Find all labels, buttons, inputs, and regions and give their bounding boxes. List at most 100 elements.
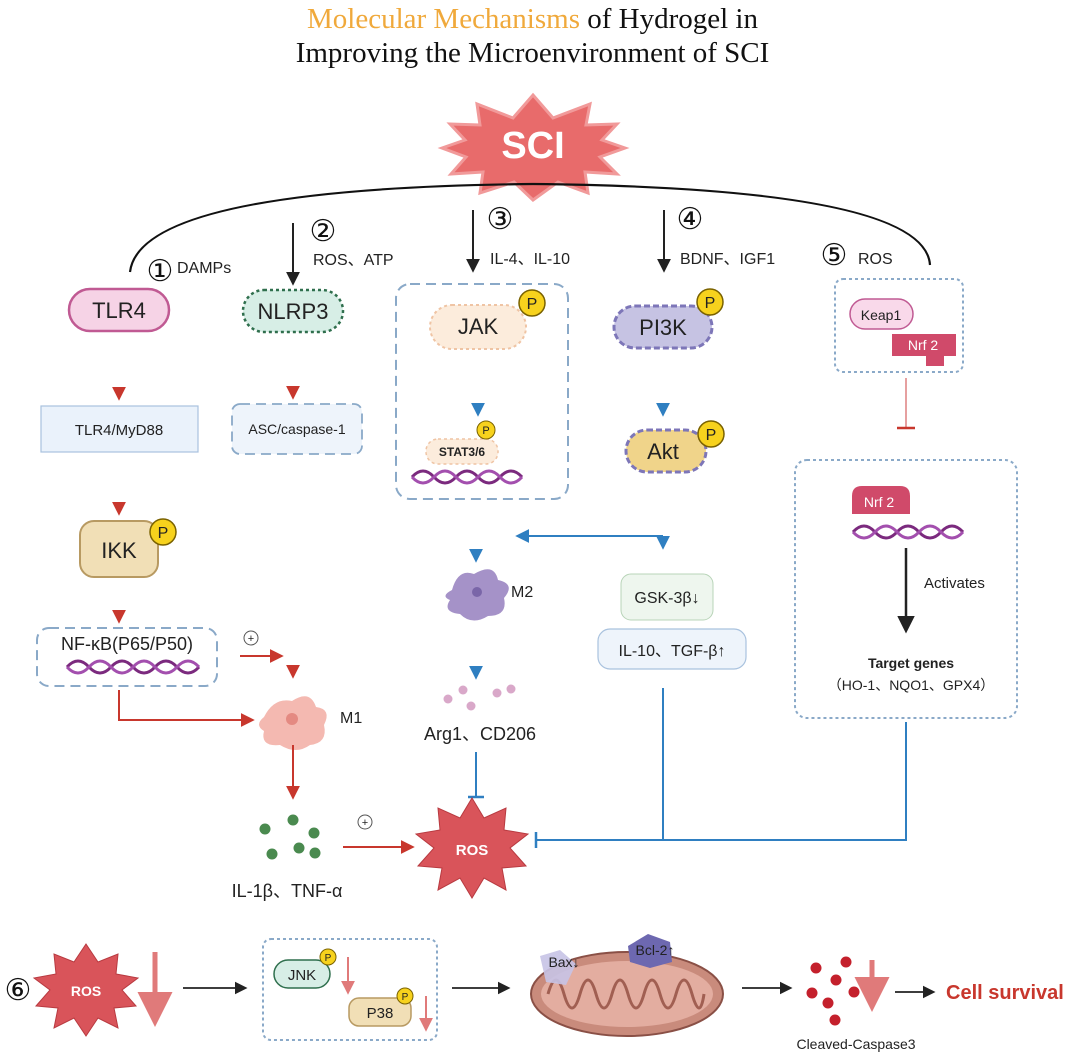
plus-circle-cytokines: [357, 814, 373, 830]
jnk-phospho-circle: [319, 948, 337, 966]
m2-label: M2: [511, 584, 533, 601]
p38-box: [348, 997, 412, 1027]
p38-phospho-label: P: [402, 992, 409, 1003]
nucleus-box: [794, 459, 1018, 719]
asc-caspase-box: [231, 403, 363, 455]
target-genes-list: （HO-1、NQO1、GPX4）: [828, 677, 994, 693]
nfkb-label: NF-κB(P65/P50): [61, 634, 193, 654]
pathway-5-signal: ROS: [858, 251, 893, 268]
pathway-6-number: ⑥: [5, 973, 32, 1008]
keap1-box: [849, 298, 914, 330]
plus-cytokines-label: +: [362, 817, 368, 829]
m1-products-label: IL-1β、TNF-α: [232, 881, 343, 901]
akt-label: Akt: [647, 439, 679, 464]
sci-arc: [128, 182, 932, 273]
ros-bottom-label: ROS: [71, 983, 101, 999]
plus-circle-nfkb: [243, 630, 259, 646]
gsk-box: [620, 573, 714, 621]
cytokines-box: [597, 628, 747, 670]
pathway-4-signal: BDNF、IGF1: [680, 251, 775, 268]
p38-phospho-circle: [396, 987, 414, 1005]
target-genes-title: Target genes: [868, 655, 954, 671]
sci-label: SCI: [501, 125, 564, 167]
bcl2-label: Bcl-2↑: [636, 942, 675, 958]
title-highlight: Molecular Mechanisms: [306, 3, 580, 35]
stat-dna-helix: [410, 469, 524, 485]
sci-star-shape: [437, 92, 630, 202]
stat-box: [425, 438, 499, 465]
m2-nucleus: [472, 587, 482, 597]
tlr4-myd88-label: TLR4/MyD88: [75, 422, 163, 439]
line-nucleus-to-ros: [536, 722, 907, 841]
p38-label: P38: [367, 1005, 394, 1022]
ikk-label: IKK: [101, 538, 137, 563]
nrf2-dna-helix: [851, 524, 965, 540]
nrf2-nuclear-shape: [852, 486, 910, 514]
bax-shape: [540, 950, 576, 985]
pathway-4-number: ④: [677, 202, 704, 237]
jnk-phospho-label: P: [325, 953, 332, 964]
ikk-phospho-circle: [149, 518, 177, 546]
jnk-label: JNK: [288, 967, 316, 984]
pathway-1-number: ①: [147, 254, 174, 289]
nrf2-nuclear-label: Nrf 2: [864, 494, 895, 510]
mito-cristae: [546, 978, 706, 1010]
ros-center-shape: [414, 797, 530, 899]
keap1-label: Keap1: [861, 307, 902, 323]
cell-survival-label: Cell survival: [946, 982, 1064, 1004]
pathway-5-number: ⑤: [821, 238, 848, 273]
m1-nucleus: [286, 713, 298, 725]
ros-bottom-shape: [32, 943, 140, 1037]
jak-phospho-circle: [518, 289, 546, 317]
m2-products-label: Arg1、CD206: [424, 724, 536, 744]
akt-box: [624, 428, 708, 474]
pathway-1-signal: DAMPs: [177, 260, 231, 277]
jak-label: JAK: [458, 314, 499, 339]
jak-stat-box: [395, 283, 569, 500]
nfkb-box: [36, 627, 218, 687]
akt-phospho-circle: [697, 420, 725, 448]
activates-label: Activates: [924, 575, 985, 592]
mitochondrion: [530, 951, 724, 1037]
caspase-label: Cleaved-Caspase3: [796, 1036, 915, 1052]
stat-label: STAT3/6: [439, 445, 486, 459]
diagram-title: Molecular Mechanisms of Hydrogel in Impr…: [0, 2, 1065, 70]
tlr4-label: TLR4: [92, 298, 146, 323]
jak-box: [429, 304, 527, 350]
caspase-dots: [806, 956, 860, 1026]
pi3k-phospho-circle: [696, 288, 724, 316]
nlrp3-box: [241, 288, 345, 334]
cytokines-label: IL-10、TGF-β↑: [619, 643, 726, 660]
ikk-box: [79, 520, 159, 578]
m1-cytokine-dots: [259, 814, 321, 860]
nfkb-dna-helix: [65, 659, 201, 675]
pi3k-label: PI3K: [639, 315, 687, 340]
ros-burst-bottom: ROS: [32, 943, 140, 1037]
stat-phospho-label: P: [482, 425, 489, 437]
pathway-3-number: ③: [487, 202, 514, 237]
title-rest: of Hydrogel in: [580, 3, 758, 35]
pi3k-phospho-label: P: [705, 295, 716, 312]
pi3k-box: [612, 304, 714, 350]
ikk-phospho-label: P: [158, 525, 169, 542]
title-line2: Improving the Microenvironment of SCI: [295, 37, 770, 69]
pathway-3-signal: IL-4、IL-10: [490, 251, 570, 268]
jak-phospho-label: P: [527, 296, 538, 313]
sci-burst: SCI: [437, 92, 630, 202]
m1-label: M1: [340, 710, 362, 727]
tlr4-box: [67, 287, 171, 333]
nrf2-label: Nrf 2: [908, 337, 939, 353]
ros-center-label: ROS: [456, 842, 489, 859]
pathway-2-number: ②: [310, 214, 337, 249]
m2-product-dots: [443, 684, 516, 711]
mapk-box: [262, 938, 438, 1041]
stat-phospho-circle: [476, 420, 496, 440]
asc-caspase-label: ASC/caspase-1: [248, 421, 345, 437]
keap1-nrf2-box: [834, 278, 964, 373]
pathway-2-signal: ROS、ATP: [313, 252, 394, 269]
gsk-label: GSK-3β↓: [634, 590, 699, 607]
nlrp3-label: NLRP3: [258, 299, 329, 324]
akt-phospho-label: P: [706, 427, 717, 444]
bcl2-shape: [628, 934, 672, 968]
